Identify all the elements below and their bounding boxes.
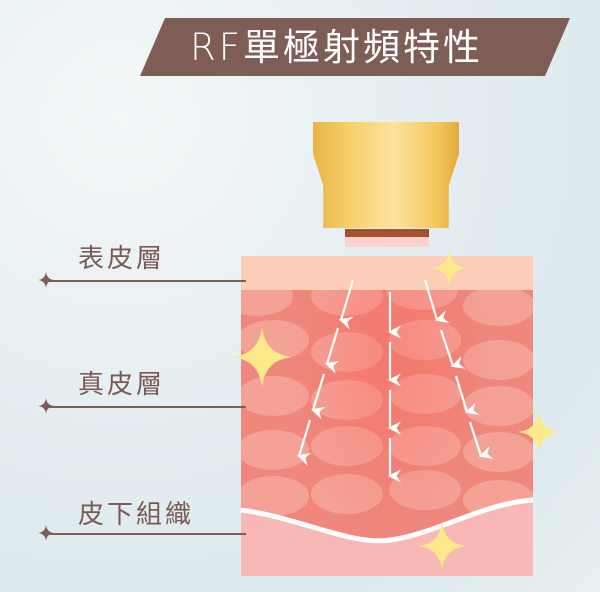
label-line xyxy=(48,406,246,408)
label-dermis: 真皮層 xyxy=(78,370,166,400)
label-line xyxy=(48,280,246,282)
rf-probe-icon xyxy=(313,122,459,250)
probe-tip xyxy=(345,237,429,247)
subcutaneous-layer xyxy=(241,497,533,576)
sparkle-icon xyxy=(518,411,560,453)
probe-head xyxy=(313,122,459,228)
label-line xyxy=(48,533,246,535)
arrow-down-icon xyxy=(296,279,494,483)
dermis-layer xyxy=(241,290,533,576)
skin-cross-section xyxy=(241,256,533,576)
four-point-star-icon xyxy=(38,272,54,288)
sparkle-icon xyxy=(418,522,466,570)
label-subcutaneous: 皮下組織 xyxy=(78,500,195,530)
four-point-star-icon xyxy=(38,398,54,414)
probe-band xyxy=(345,229,429,237)
title-banner xyxy=(140,18,570,76)
four-point-star-icon xyxy=(38,525,54,541)
sparkle-icon xyxy=(232,327,292,387)
page-title: RF單極射頻特性 xyxy=(190,26,483,69)
epidermis-layer xyxy=(241,256,533,290)
sparkle-icon xyxy=(431,250,467,286)
label-epidermis: 表皮層 xyxy=(78,244,166,274)
